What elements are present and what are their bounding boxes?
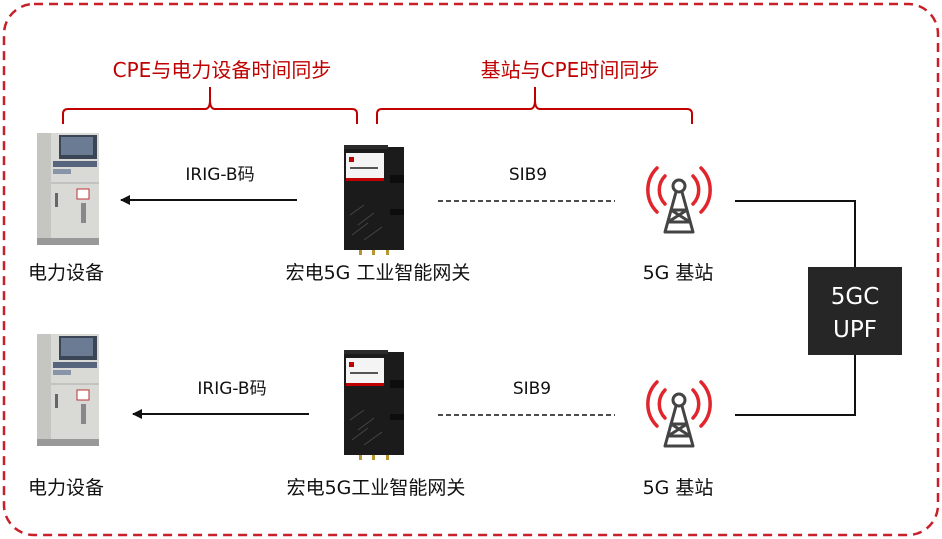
gateway-label: 宏电5G 工业智能网关 bbox=[286, 262, 471, 284]
row-2: 电力设备 IRIG-B码 宏电5G工业智能网关 SIB9 5G 基站 bbox=[28, 333, 714, 499]
core-upf-box bbox=[808, 267, 902, 355]
power-equipment-image bbox=[36, 132, 100, 246]
power-equipment-label: 电力设备 bbox=[28, 477, 104, 499]
backhaul-links bbox=[735, 200, 856, 416]
core-line1: 5GC bbox=[831, 284, 880, 310]
base-station-label: 5G 基站 bbox=[643, 262, 714, 284]
sib9-label: SIB9 bbox=[509, 165, 547, 185]
power-equipment-label: 电力设备 bbox=[28, 262, 104, 284]
core-line2: UPF bbox=[833, 317, 877, 343]
sib9-label: SIB9 bbox=[513, 379, 551, 399]
base-station-antenna-icon bbox=[646, 380, 712, 448]
cpe-power-sync-label: CPE与电力设备时间同步 bbox=[113, 58, 332, 82]
irig-b-label: IRIG-B码 bbox=[197, 379, 266, 399]
bs-cpe-sync-label: 基站与CPE时间同步 bbox=[481, 58, 660, 82]
gateway-image bbox=[343, 144, 405, 256]
irig-b-label: IRIG-B码 bbox=[185, 165, 254, 185]
gateway-label: 宏电5G工业智能网关 bbox=[287, 477, 466, 499]
gateway-image bbox=[343, 349, 405, 461]
bracket-cpe-power bbox=[62, 87, 358, 124]
power-equipment-image bbox=[36, 333, 100, 447]
base-station-label: 5G 基站 bbox=[643, 477, 714, 499]
base-station-antenna-icon bbox=[646, 166, 712, 234]
bracket-bs-cpe bbox=[376, 87, 693, 124]
row-1: 电力设备 IRIG-B码 宏电5G 工业智能网关 SIB9 5G 基站 bbox=[28, 132, 714, 284]
